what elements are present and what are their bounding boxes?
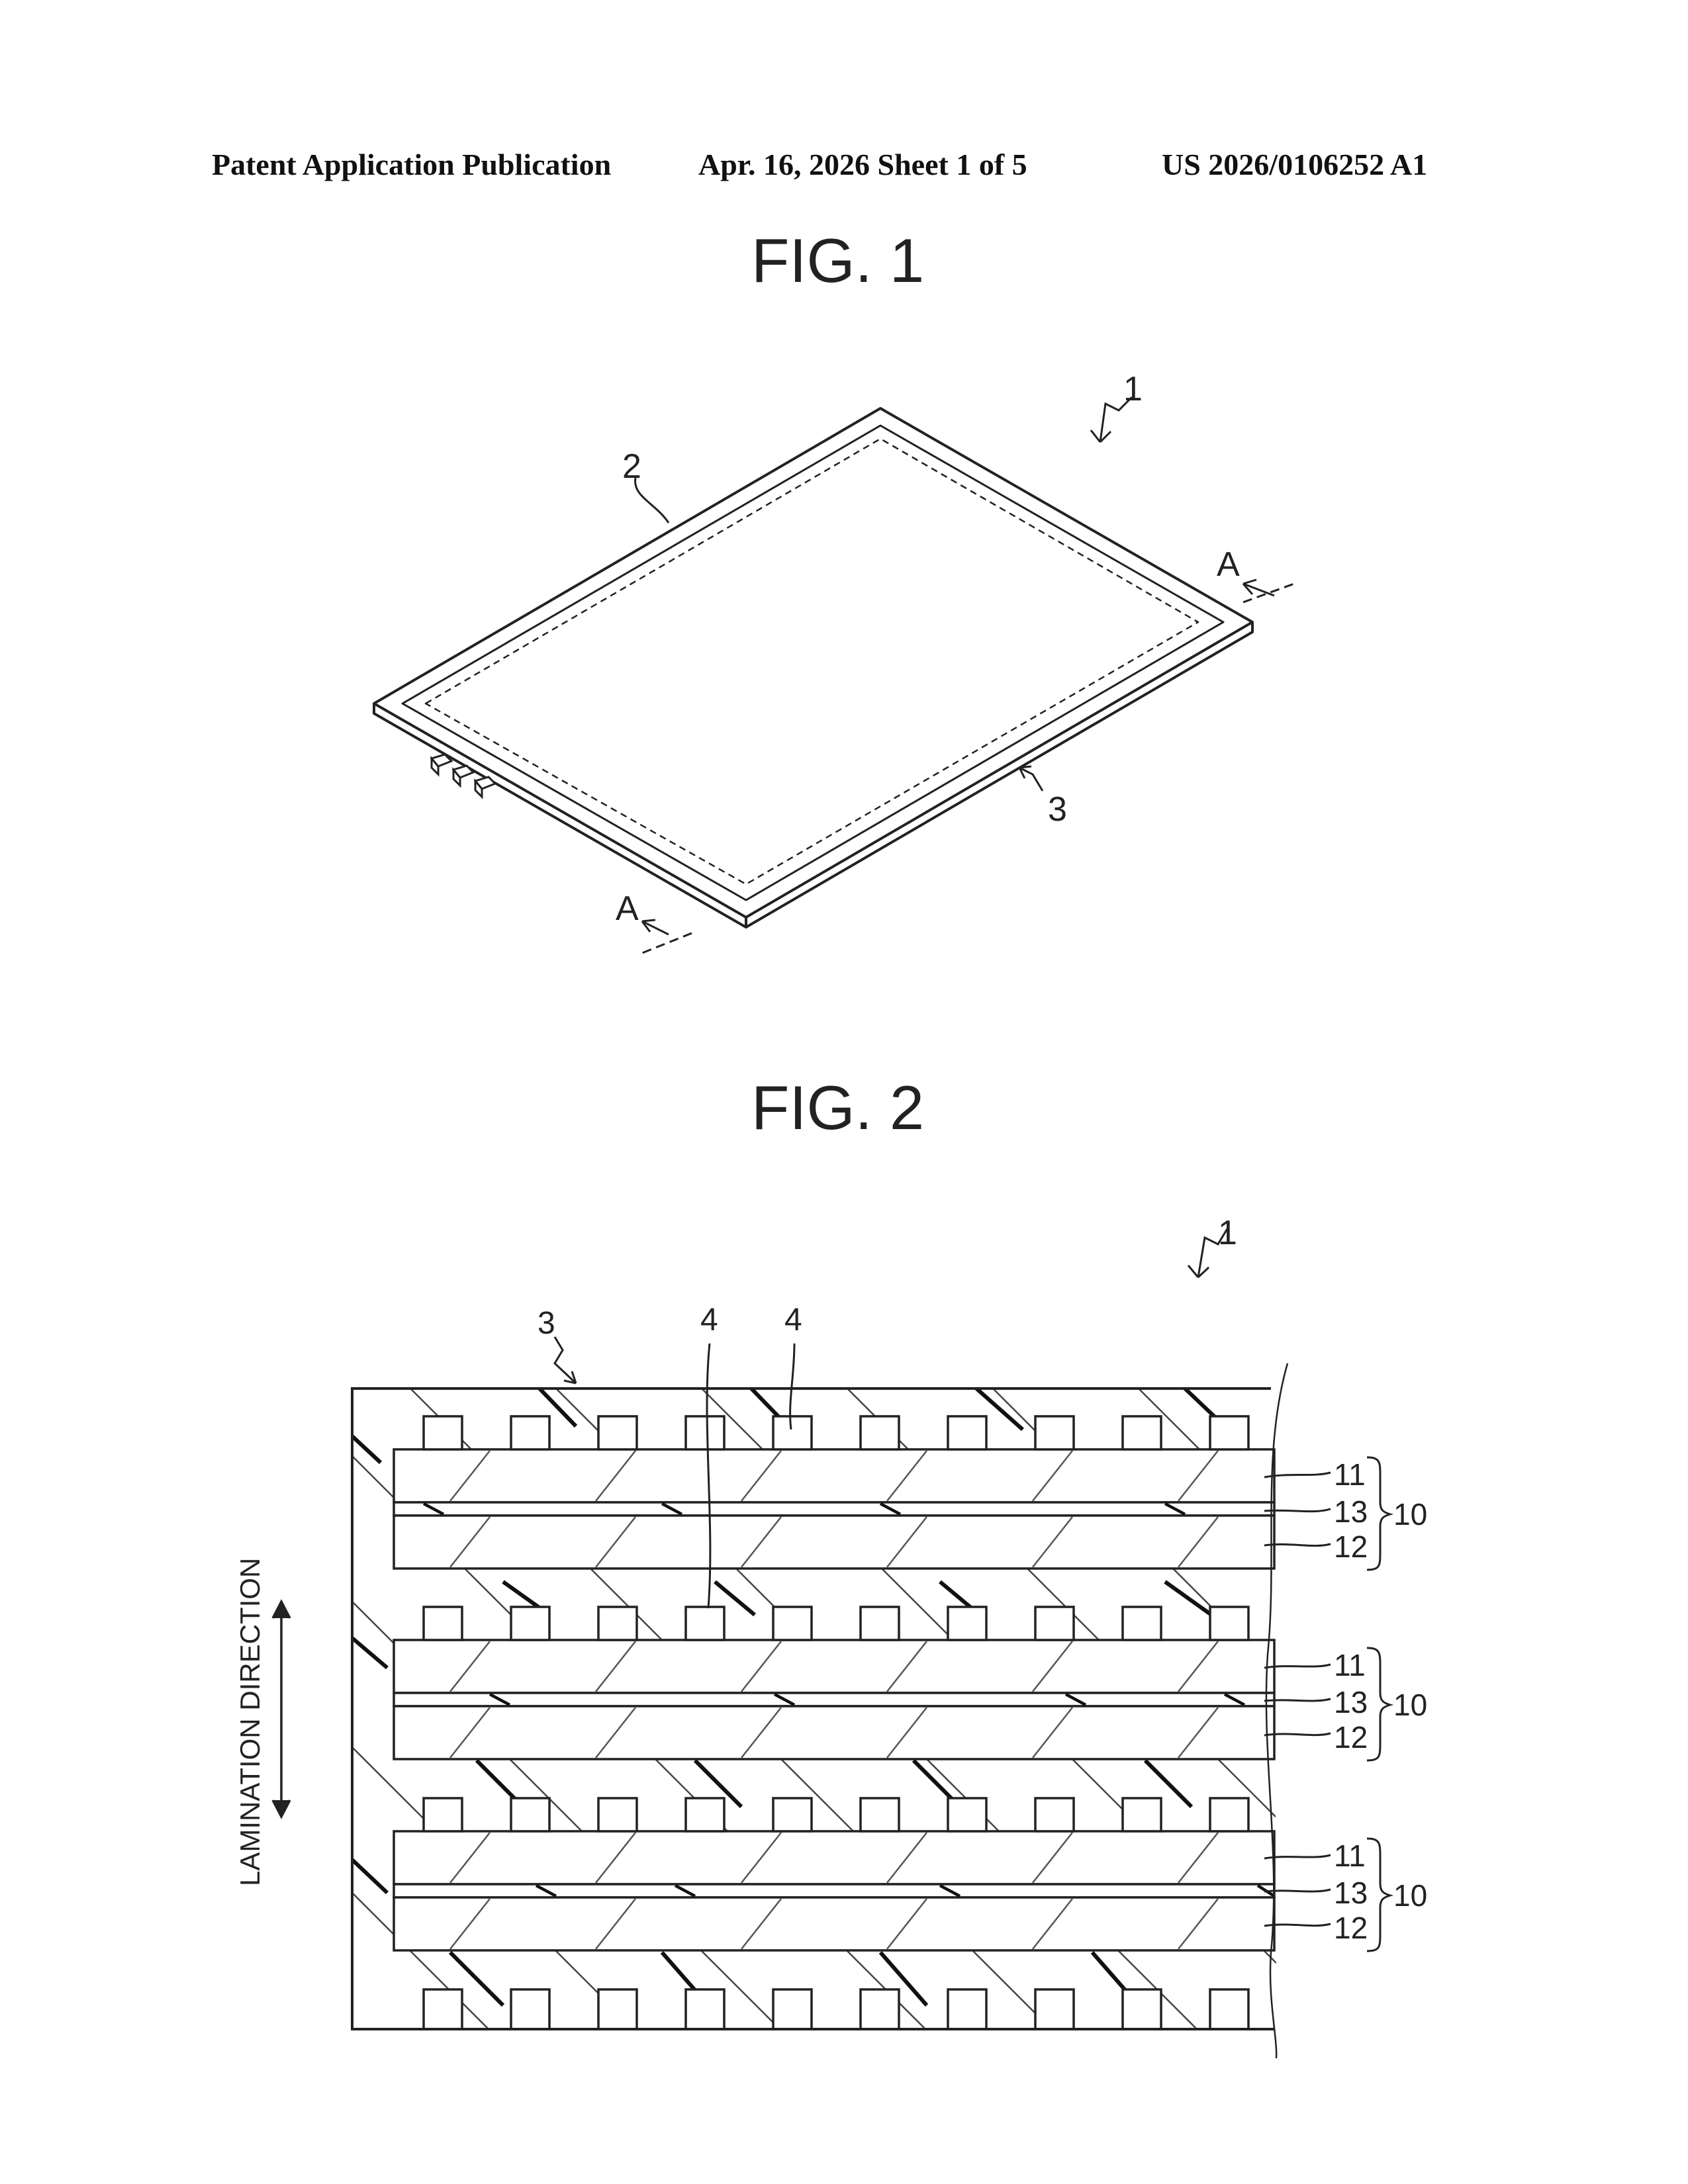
fig1-leader-3: [1019, 768, 1043, 791]
fig1-label-a-right: A: [1217, 545, 1240, 584]
fig1-section-line-left: [642, 933, 692, 953]
fig2-label-11: 11: [1334, 1839, 1366, 1873]
fig2-layer-12: [394, 1706, 1274, 1759]
fig2-label-13: 13: [1334, 1494, 1368, 1529]
fig2-layer-12: [394, 1897, 1274, 1950]
fig2-layer-11: [394, 1831, 1274, 1884]
fig2-label-4a: 4: [700, 1302, 718, 1338]
fig2-layer-11: [394, 1640, 1274, 1693]
fig1-section-line-right: [1243, 584, 1294, 602]
fig2-layer-12: [394, 1516, 1274, 1569]
fig2-electrode-row-3: [424, 1798, 1248, 1831]
fig1-leader-2: [635, 478, 669, 523]
fig2-layer-hatch: [450, 1451, 1218, 1949]
fig2-electrode-row-4: [424, 1989, 1248, 2029]
fig1-label-a-left: A: [616, 889, 639, 928]
fig2-separator-marks: [424, 1504, 1274, 1896]
fig2-label-10: 10: [1393, 1878, 1427, 1913]
fig1-leader-1: [1100, 397, 1132, 442]
fig1-label-3: 3: [1048, 790, 1067, 829]
fig2-electrode-rows: [424, 1416, 1248, 2029]
fig1-edge-thickness: [374, 622, 1252, 927]
fig2-body-outline: [352, 1363, 1288, 2058]
fig2-title: FIG. 2: [751, 1072, 924, 1144]
fig1-label-2: 2: [622, 447, 641, 486]
fig2-layer-11: [394, 1449, 1274, 1502]
fig2-label-1: 1: [1218, 1214, 1237, 1252]
fig1-seal-line: [402, 426, 1223, 900]
fig2-label-3: 3: [538, 1306, 555, 1341]
fig2-layer-13: [394, 1884, 1274, 1897]
fig2-label-11: 11: [1334, 1648, 1366, 1682]
fig2-electrode-row-2: [424, 1607, 1248, 1640]
fig2-label-12: 12: [1334, 1529, 1368, 1564]
header-publication: Patent Application Publication: [212, 147, 611, 182]
fig2-label-12: 12: [1334, 1911, 1368, 1945]
fig1-terminals: [432, 754, 495, 797]
fig1-title: FIG. 1: [751, 225, 924, 296]
fig1-inner-dashed: [426, 439, 1198, 884]
header-date-sheet: Apr. 16, 2026 Sheet 1 of 5: [698, 147, 1027, 182]
fig2-label-11: 11: [1334, 1457, 1366, 1492]
fig2-lamination-arrow: [273, 1602, 290, 1817]
fig2-lamination-label: LAMINATION DIRECTION: [234, 1558, 265, 1886]
fig1-outer-frame: [374, 408, 1252, 917]
fig2-leaders: [555, 1228, 1331, 1926]
fig2-resin-body: [352, 1388, 1688, 2097]
header-pub-number: US 2026/0106252 A1: [1162, 147, 1427, 182]
fig1-label-1: 1: [1123, 370, 1143, 408]
fig2-label-10: 10: [1393, 1688, 1427, 1722]
fig2-label-4b: 4: [784, 1302, 802, 1338]
fig2-electrode-row-1: [424, 1416, 1248, 1449]
fig2-label-13: 13: [1334, 1876, 1368, 1910]
fig2-layer-stack: [394, 1449, 1274, 1950]
fig2-layer-13: [394, 1502, 1274, 1516]
fig2-label-10: 10: [1393, 1497, 1427, 1531]
fig2-label-13: 13: [1334, 1685, 1368, 1719]
fig2-layer-13: [394, 1693, 1274, 1706]
fig2-label-12: 12: [1334, 1720, 1368, 1754]
fig2-braces: [1367, 1457, 1390, 1951]
